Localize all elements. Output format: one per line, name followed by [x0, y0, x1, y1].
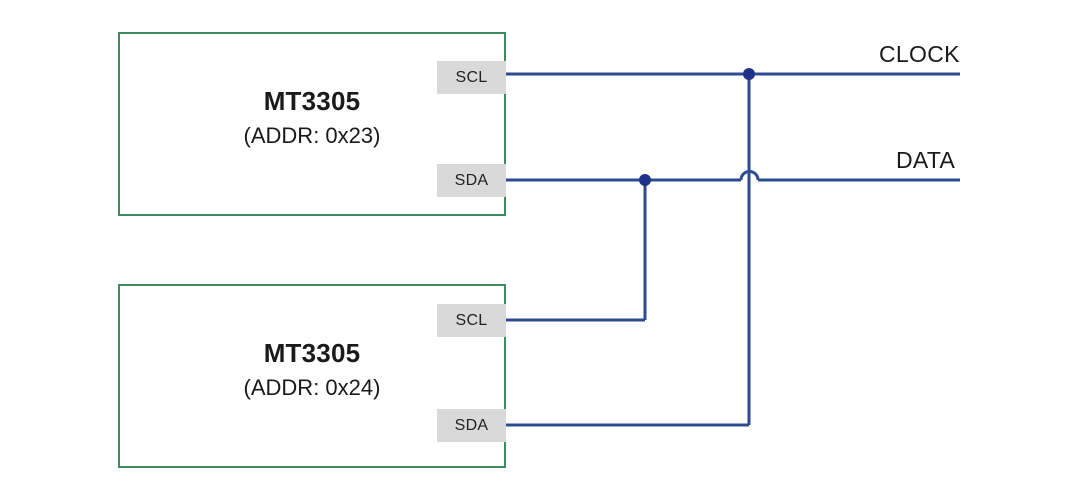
- bus-label-data: DATA: [896, 147, 956, 173]
- device-1-pin-scl-label: SCL: [455, 68, 488, 86]
- device-2-name: MT3305: [263, 338, 361, 368]
- device-1-address: (ADDR: 0x23): [243, 123, 381, 148]
- device-2-pin-sda[interactable]: SDA: [437, 409, 506, 442]
- data-bus-junction-dot: [639, 174, 651, 186]
- device-1-name: MT3305: [263, 86, 361, 116]
- device-2-pin-scl[interactable]: SCL: [437, 304, 506, 337]
- device-2-address: (ADDR: 0x24): [243, 375, 381, 400]
- clock-bus-junction-dot: [743, 68, 755, 80]
- bus-label-clock: CLOCK: [879, 41, 960, 67]
- device-2-pin-scl-label: SCL: [455, 311, 488, 329]
- device-2-pin-sda-label: SDA: [454, 416, 489, 434]
- device-1-pin-sda-label: SDA: [454, 171, 489, 189]
- wire-hop-crossing: [739, 170, 760, 181]
- device-1-pin-scl[interactable]: SCL: [437, 61, 506, 94]
- device-1-pin-sda[interactable]: SDA: [437, 164, 506, 197]
